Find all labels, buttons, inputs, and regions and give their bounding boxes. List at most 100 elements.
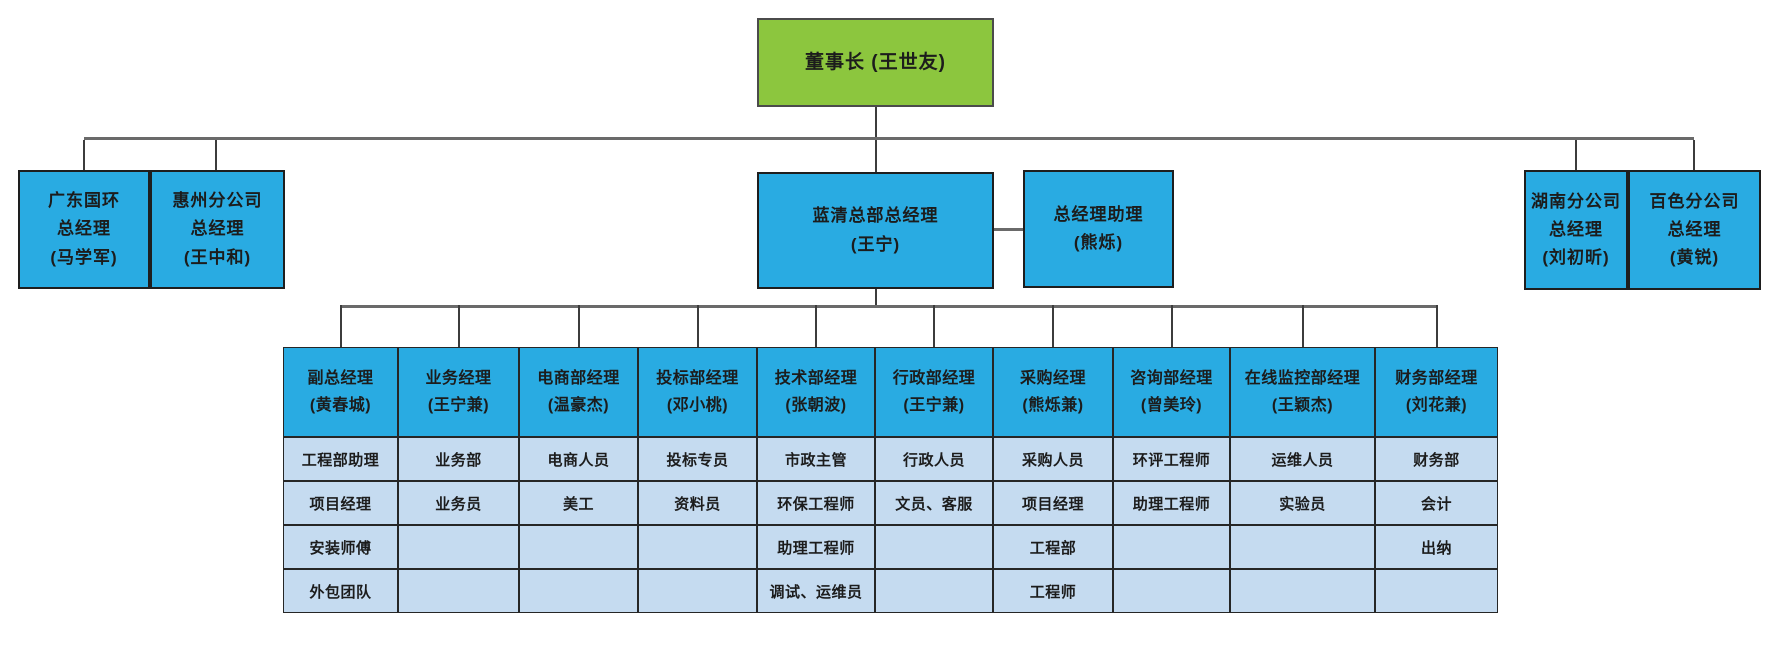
dept-header-line: (曾美玲) <box>1140 397 1203 414</box>
node-line: 惠州分公司 <box>172 191 263 211</box>
dept-header-line: 电商部经理 <box>537 369 620 387</box>
dept-column: 行政部经理(王宁兼)行政人员文员、客服 <box>875 347 993 613</box>
node-line: (马学军) <box>50 247 118 267</box>
dept-column: 电商部经理(温豪杰)电商人员美工 <box>519 347 638 613</box>
dept-cell: 财务部 <box>1375 437 1498 481</box>
dept-header-line: 技术部经理 <box>774 369 858 387</box>
dept-cell: 外包团队 <box>283 569 398 613</box>
connector-drop-column <box>577 305 580 347</box>
dept-cell: 行政人员 <box>875 437 993 481</box>
dept-header-line: 在线监控部经理 <box>1244 369 1361 387</box>
dept-column: 在线监控部经理(王颖杰)运维人员实验员 <box>1230 347 1375 613</box>
dept-header-line: (黄春城) <box>309 397 372 414</box>
node-line: (刘初昕) <box>1542 248 1610 268</box>
dept-cell: 业务部 <box>398 437 519 481</box>
dept-cell: 美工 <box>519 481 638 525</box>
dept-cell <box>398 525 519 569</box>
dept-header-line: (王宁兼) <box>903 397 965 414</box>
node-line: 总经理 <box>190 219 245 239</box>
node-line: 总经理助理 <box>1053 204 1144 224</box>
connector-departments-rail <box>340 305 1437 308</box>
dept-header-line: (王颖杰) <box>1271 397 1334 414</box>
dept-cell <box>1230 569 1375 613</box>
dept-header-line: 财务部经理 <box>1395 369 1478 387</box>
node-line: 蓝清总部总经理 <box>812 206 939 226</box>
dept-header-line: (王宁兼) <box>427 397 490 414</box>
dept-cell: 实验员 <box>1230 481 1375 525</box>
dept-header-line: (温豪杰) <box>547 397 610 414</box>
node-lanqing-hq-gm: 蓝清总部总经理 (王宁) <box>757 172 994 289</box>
connector-drop-column <box>933 305 935 347</box>
connector-drop-baise <box>1693 140 1695 170</box>
dept-cell <box>638 569 757 613</box>
connector-drop-huizhou <box>215 140 217 170</box>
dept-cell: 资料员 <box>638 481 757 525</box>
dept-header-line: 采购经理 <box>1019 369 1086 387</box>
dept-column: 投标部经理(邓小桃)投标专员资料员 <box>638 347 757 613</box>
dept-cell: 工程部 <box>993 525 1113 569</box>
dept-cell <box>1113 569 1230 613</box>
dept-cell: 项目经理 <box>283 481 398 525</box>
dept-header-line: 副总经理 <box>307 369 374 387</box>
connector-drop-column <box>457 305 460 347</box>
dept-header-cell: 投标部经理(邓小桃) <box>638 347 757 437</box>
dept-column: 业务经理 (王宁兼) 业务部业务员 <box>398 347 519 613</box>
dept-cell: 会计 <box>1375 481 1498 525</box>
dept-header-cell: 财务部经理 (刘花兼) <box>1375 347 1498 437</box>
dept-cell <box>1113 525 1230 569</box>
dept-cell: 助理工程师 <box>1113 481 1230 525</box>
node-chairman: 董事长 (王世友) <box>757 18 994 107</box>
node-line: 百色分公司 <box>1649 191 1740 211</box>
dept-header-cell: 行政部经理 (王宁兼) <box>875 347 993 437</box>
dept-header-line: (刘花兼) <box>1405 397 1468 414</box>
connector-drop-column <box>1301 305 1304 347</box>
dept-cell: 工程部助理 <box>283 437 398 481</box>
node-hunan-branch: 湖南分公司 总经理 (刘初昕) <box>1524 170 1628 290</box>
dept-cell <box>398 569 519 613</box>
dept-header-cell: 技术部经理(张朝波) <box>757 347 875 437</box>
dept-header-cell: 副总经理 (黄春城) <box>283 347 398 437</box>
connector-drop-hunan <box>1575 140 1577 170</box>
dept-cell <box>875 525 993 569</box>
dept-cell: 环保工程师 <box>757 481 875 525</box>
node-guangdong-guohuan: 广东国环 总经理 (马学军) <box>18 170 150 289</box>
dept-cell: 采购人员 <box>993 437 1113 481</box>
dept-header-line: 投标部经理 <box>656 369 739 387</box>
dept-cell <box>519 569 638 613</box>
node-line: (黄锐) <box>1669 248 1720 268</box>
dept-cell: 工程师 <box>993 569 1113 613</box>
dept-header-cell: 业务经理 (王宁兼) <box>398 347 519 437</box>
node-line: 广东国环 <box>48 191 120 211</box>
connector-drop-column <box>339 305 342 347</box>
node-line: (熊烁) <box>1073 233 1124 252</box>
dept-header-cell: 电商部经理 (温豪杰) <box>519 347 638 437</box>
dept-cell: 项目经理 <box>993 481 1113 525</box>
dept-cell: 调试、运维员 <box>757 569 875 613</box>
node-line: 总经理 <box>1549 219 1603 239</box>
dept-header-cell: 在线监控部经理 (王颖杰) <box>1230 347 1375 437</box>
connector-drop-column <box>1435 305 1438 347</box>
node-line: 湖南分公司 <box>1531 191 1621 211</box>
dept-cell: 环评工程师 <box>1113 437 1230 481</box>
connector-drop-column <box>1170 305 1173 347</box>
connector-lanqing-vertical <box>875 289 877 308</box>
dept-column: 咨询部经理 (曾美玲) 环评工程师助理工程师 <box>1113 347 1230 613</box>
connector-drop-column <box>696 305 699 347</box>
dept-column: 技术部经理(张朝波)市政主管环保工程师助理工程师调试、运维员 <box>757 347 875 613</box>
departments-table: 副总经理(黄春城)工程部助理项目经理安装师傅外包团队业务经理(王宁兼)业务部业务… <box>283 347 1498 613</box>
dept-cell: 安装师傅 <box>283 525 398 569</box>
dept-header-line: 咨询部经理 <box>1130 369 1213 387</box>
dept-cell: 助理工程师 <box>757 525 875 569</box>
dept-cell: 业务员 <box>398 481 519 525</box>
dept-header-line: 业务经理 <box>425 369 492 387</box>
node-huizhou-branch: 惠州分公司 总经理 (王中和) <box>150 170 285 289</box>
connector-drop-guangdong <box>83 140 85 170</box>
dept-cell <box>638 525 757 569</box>
node-line: 总经理 <box>1667 219 1722 239</box>
connector-drop-column <box>815 305 817 347</box>
connector-drop-column <box>1052 305 1054 347</box>
dept-column: 财务部经理 (刘花兼) 财务部会计出纳 <box>1375 347 1498 613</box>
dept-header-line: 行政部经理 <box>892 369 976 387</box>
dept-cell: 出纳 <box>1375 525 1498 569</box>
